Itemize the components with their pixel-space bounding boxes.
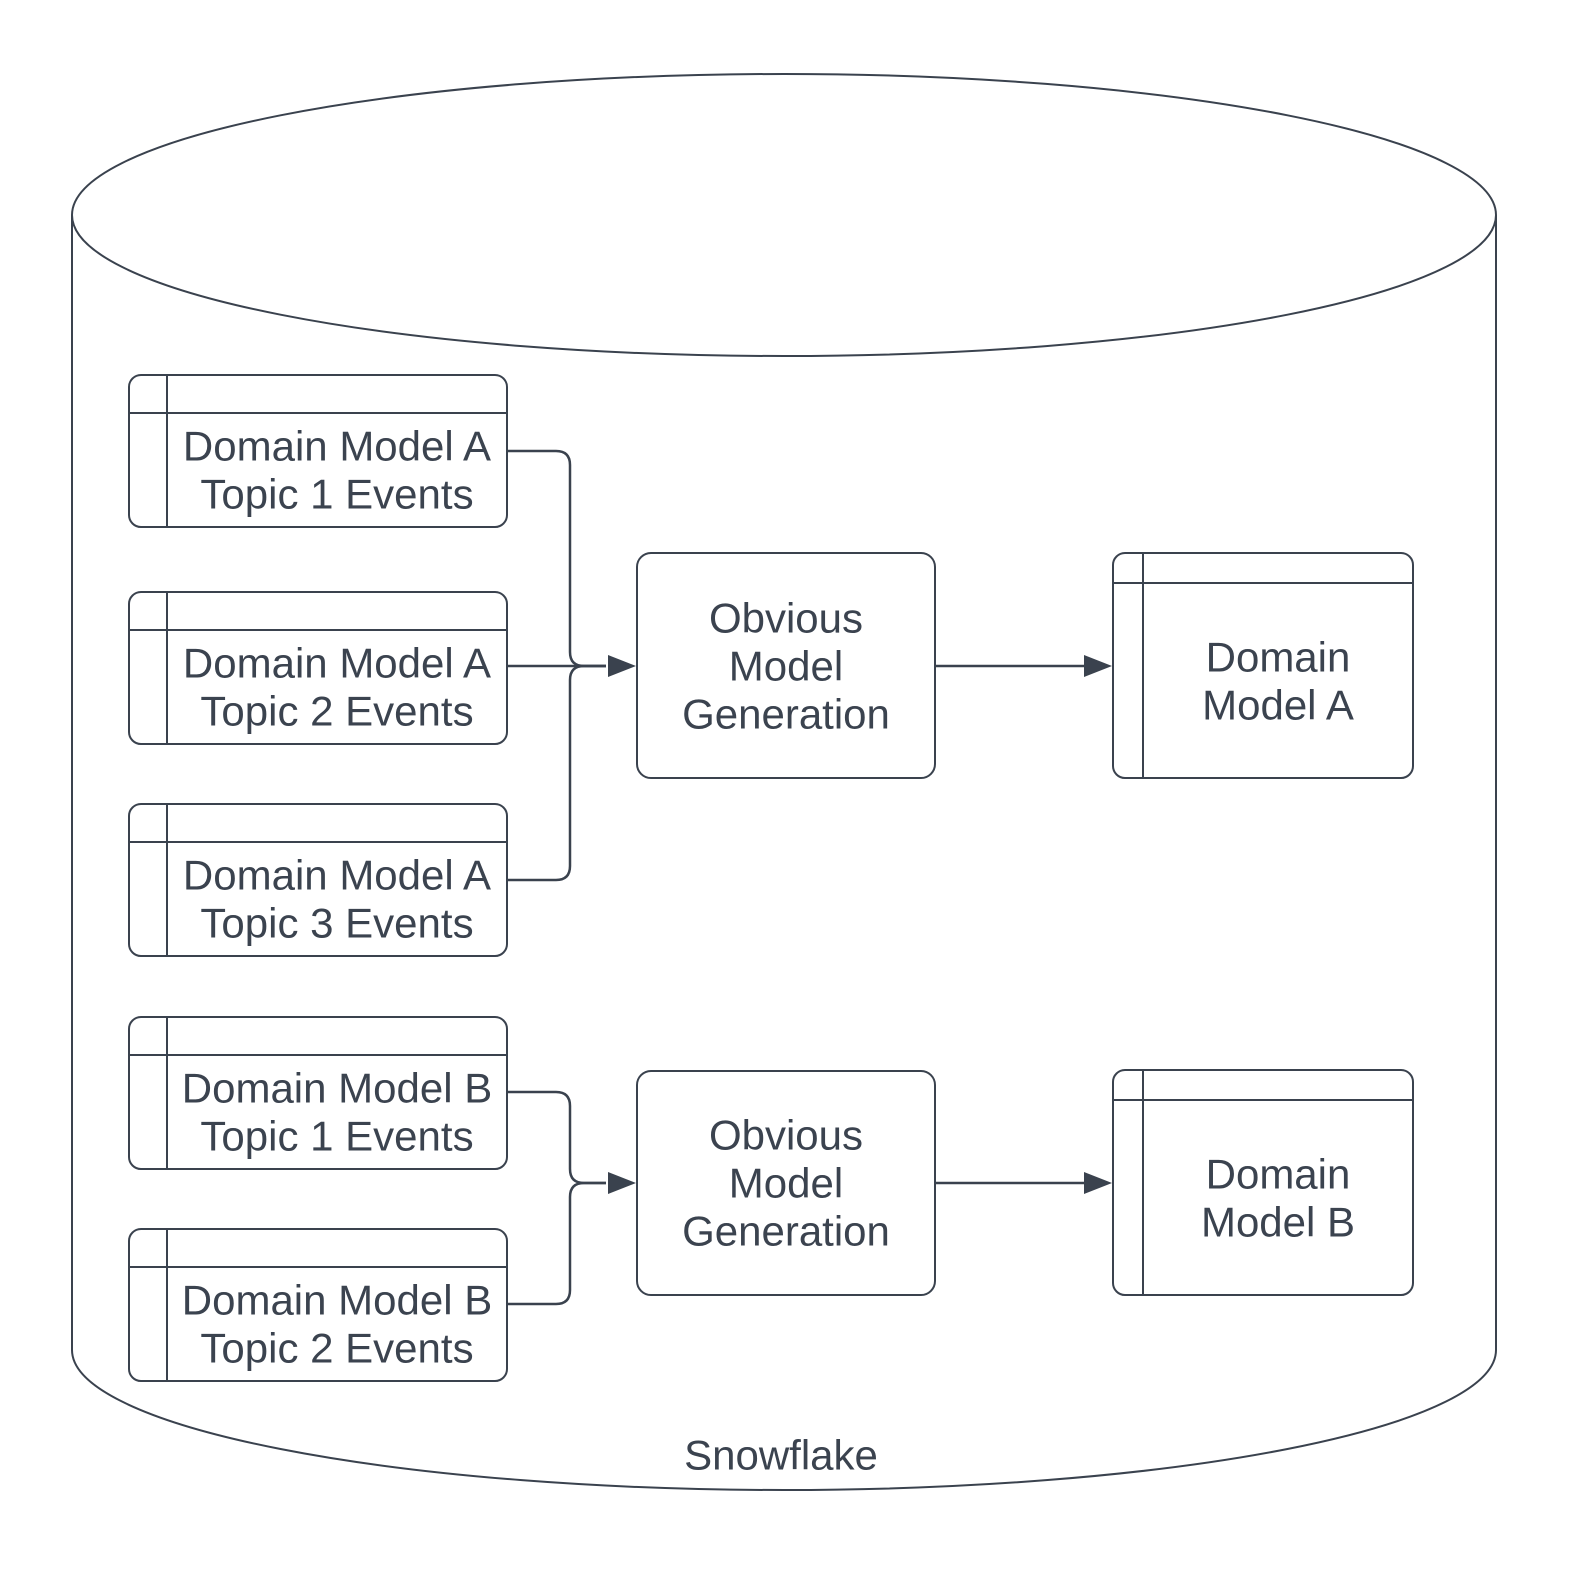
cylinder-top-ellipse — [71, 73, 1497, 357]
table-label-line: Topic 2 Events — [200, 688, 473, 735]
table-label-line: Model A — [1202, 682, 1354, 729]
table-outline — [1112, 552, 1414, 779]
table-domain-model-a-topic-1-events: Domain Model A Topic 1 Events — [128, 374, 508, 528]
process-label-line: Obvious — [709, 595, 863, 642]
table-label-line: Domain Model B — [182, 1065, 492, 1112]
table-label-line: Domain — [1206, 634, 1351, 681]
connectors-group-b — [507, 1090, 1112, 1306]
process-label-line: Model — [729, 1160, 843, 1207]
connector-a-topic3-to-merge — [507, 664, 606, 882]
table-label-line: Topic 2 Events — [200, 1325, 473, 1372]
table-outline — [1112, 1069, 1414, 1296]
arrowhead-icon — [1084, 1172, 1112, 1194]
table-domain-model-a-topic-3-events: Domain Model A Topic 3 Events — [128, 803, 508, 957]
table-label-line: Domain Model B — [182, 1277, 492, 1324]
table-label-line: Domain Model A — [183, 423, 491, 470]
arrowhead-icon — [1084, 655, 1112, 677]
table-label-line: Topic 3 Events — [200, 900, 473, 947]
table-label-line: Domain Model A — [183, 640, 491, 687]
process-label-line: Generation — [682, 1208, 890, 1255]
table-domain-model-b: Domain Model B — [1112, 1069, 1414, 1296]
table-label-line: Model B — [1201, 1199, 1355, 1246]
arrowhead-icon — [608, 655, 636, 677]
process-outline — [636, 1070, 936, 1296]
table-label-line: Topic 1 Events — [200, 471, 473, 518]
process-obvious-model-generation-a: Obvious Model Generation — [636, 552, 936, 779]
process-obvious-model-generation-b: Obvious Model Generation — [636, 1070, 936, 1296]
table-label-line: Domain Model A — [183, 852, 491, 899]
table-domain-model-b-topic-2-events: Domain Model B Topic 2 Events — [128, 1228, 508, 1382]
connector-b-topic2-to-merge — [507, 1181, 606, 1306]
process-label-line: Obvious — [709, 1112, 863, 1159]
process-label-line: Generation — [682, 691, 890, 738]
connectors-group-a — [507, 449, 1112, 882]
connector-b-topic1-to-merge — [507, 1090, 606, 1185]
table-domain-model-a: Domain Model A — [1112, 552, 1414, 779]
table-label-line: Domain — [1206, 1151, 1351, 1198]
table-domain-model-b-topic-1-events: Domain Model B Topic 1 Events — [128, 1016, 508, 1170]
table-label-line: Topic 1 Events — [200, 1113, 473, 1160]
process-outline — [636, 552, 936, 779]
table-domain-model-a-topic-2-events: Domain Model A Topic 2 Events — [128, 591, 508, 745]
snowflake-label: Snowflake — [684, 1432, 878, 1479]
process-label-line: Model — [729, 643, 843, 690]
arrowhead-icon — [608, 1172, 636, 1194]
